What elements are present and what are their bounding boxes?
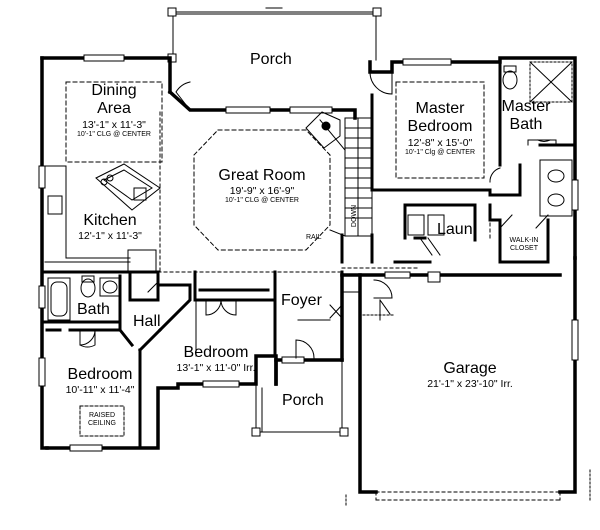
laundry-label: Laun.: [437, 221, 478, 238]
master-bedroom-name-line2: Bedroom: [407, 118, 473, 136]
walk-in-closet-label: WALK-IN CLOSET: [500, 237, 548, 253]
stairs: [319, 117, 373, 237]
raised-ceiling-line1: RAISED: [88, 412, 116, 419]
interior-walls: [40, 60, 577, 450]
doors: [79, 71, 549, 359]
bedroom-left-label: Bedroom 10'-11" x 11'-4": [52, 366, 148, 396]
kitchen-counters: [44, 163, 161, 273]
porch-front-label: Porch: [282, 392, 324, 409]
laundry-fixtures: [407, 204, 491, 241]
fireplace: [305, 111, 341, 149]
dining-ceiling-outline: [65, 81, 163, 163]
kitchen-label: Kitchen 12'-1" x 11'-3": [60, 212, 160, 242]
bath-label: Bath: [77, 301, 110, 318]
bedroom-center-dimensions: 13'-1" x 11'-0" Irr.: [176, 362, 256, 375]
porch-top-label: Porch: [250, 51, 292, 68]
foyer-label: Foyer: [281, 292, 322, 309]
dining-name-line1: Dining: [91, 82, 137, 99]
bedroom-left-dimensions: 10'-11" x 11'-4": [65, 384, 135, 397]
dining-dimensions: 13'-1" x 11'-3": [82, 118, 146, 131]
great-room-name: Great Room: [218, 167, 306, 184]
porch-front-outline: [251, 359, 349, 437]
master-bath-name-line2: Bath: [509, 116, 543, 134]
kitchen-dimensions: 12'-1" x 11'-3": [78, 230, 142, 243]
closet-lines: [195, 299, 331, 357]
great-room-ceiling-note: 10'-1" CLG @ CENTER: [225, 197, 299, 205]
raised-ceiling-label: RAISED CEILING: [80, 412, 124, 428]
porch-posts: [167, 7, 382, 63]
master-bath-name-line1: Master: [501, 98, 551, 115]
great-room-label: Great Room 19'-9" x 16'-9" 10'-1" CLG @ …: [194, 167, 330, 206]
closet-line2: CLOSET: [509, 245, 538, 253]
bath-fixtures: [47, 275, 121, 321]
raised-ceiling-outline: [79, 405, 125, 437]
dining-area-label: Dining Area 13'-1" x 11'-3" 10'-1" CLG @…: [66, 82, 162, 139]
master-ceiling-outline: [395, 81, 485, 179]
stair-down-label: DOWN: [351, 204, 359, 228]
master-bath-fixtures: [502, 61, 573, 217]
master-bath-label: Master Bath: [496, 98, 556, 135]
bedroom-center-name: Bedroom: [183, 344, 249, 361]
master-bedroom-name-line1: Master: [415, 100, 465, 117]
rail-label: RAIL: [306, 234, 322, 241]
garage-door: [375, 491, 561, 501]
kitchen-name: Kitchen: [83, 212, 137, 229]
master-bedroom-ceiling-note: 10'-1" Clg @ CENTER: [404, 148, 476, 156]
great-room-dimensions: 19'-9" x 16'-9": [229, 185, 295, 198]
bedroom-center-label: Bedroom 13'-1" x 11'-0" Irr.: [166, 344, 266, 374]
dining-ceiling-note: 10'-1" CLG @ CENTER: [77, 130, 151, 138]
garage-steps: [362, 299, 396, 321]
closet-line1: WALK-IN: [509, 237, 539, 244]
dining-name-line2: Area: [97, 100, 131, 118]
bedroom-left-name: Bedroom: [67, 366, 133, 383]
garage-dimensions: 21'-1" x 23'-10" Irr.: [427, 378, 513, 391]
garage-label: Garage 21'-1" x 23'-10" Irr.: [380, 360, 560, 390]
windows: [38, 54, 579, 452]
master-bedroom-label: Master Bedroom 12'-8" x 15'-0" 10'-1" Cl…: [392, 100, 488, 157]
hall-label: Hall: [133, 313, 161, 330]
porch-top-outline: [172, 7, 377, 61]
raised-ceiling-line2: CEILING: [87, 420, 116, 428]
great-room-ceiling-outline: [193, 129, 331, 251]
garage-name: Garage: [443, 360, 497, 377]
master-bedroom-dimensions: 12'-8" x 15'-0": [407, 136, 473, 149]
